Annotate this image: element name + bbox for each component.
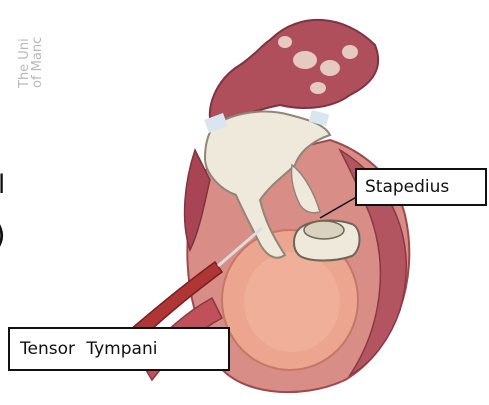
bone-cavity-5 [310,82,326,94]
bone-cavity-4 [278,36,292,48]
upper-tissue-mass [210,20,378,126]
watermark-line2: of Manc [31,37,45,88]
stapedius-label: Stapedius [355,168,487,206]
stapes-head [304,221,344,239]
cropped-paren-fragment: ) [0,221,6,251]
bone-cavity-2 [320,60,340,76]
cropped-text-fragment: l [0,172,5,198]
bone-cavity-3 [342,45,358,59]
tympanic-inner [244,252,340,352]
tensor-tympani-label: Tensor Tympani [8,327,230,371]
bone-cavity-1 [293,51,317,69]
